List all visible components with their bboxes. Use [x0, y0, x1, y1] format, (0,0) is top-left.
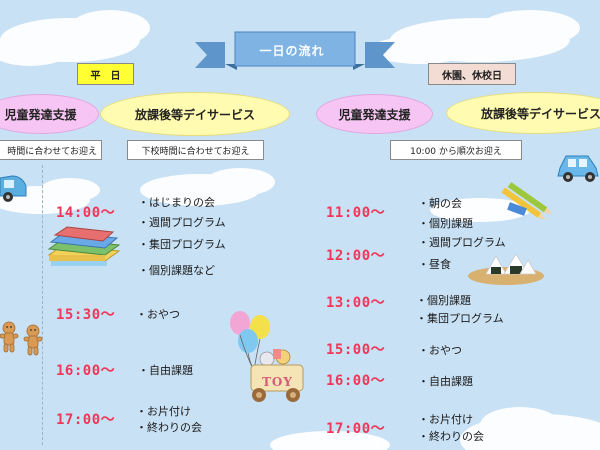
weekday-service-child-development: 児童発達支援	[0, 94, 99, 134]
weekday-tag: 平 日	[77, 63, 134, 85]
car-icon	[0, 175, 27, 202]
holiday-service-child-development: 児童発達支援	[316, 94, 433, 134]
holiday-time: 15:00～	[326, 342, 386, 358]
weekday-item: ・集団プログラム	[138, 238, 226, 251]
holiday-time: 12:00～	[326, 248, 386, 264]
holiday-tag: 休園、休校日	[428, 63, 516, 85]
holiday-pickup: 10:00 から順次お迎え	[390, 140, 522, 160]
car-icon	[557, 155, 599, 182]
pencils-icon	[501, 182, 553, 220]
weekday-item: ・終わりの会	[136, 421, 202, 434]
weekday-time: 14:00～	[56, 205, 116, 221]
rice-balls-icon	[468, 253, 544, 285]
holiday-item: ・個別課題	[416, 294, 471, 307]
holiday-item: ・終わりの会	[418, 430, 484, 443]
weekday-time: 16:00～	[56, 363, 116, 379]
holiday-service-after-school: 放課後等デイサービス	[446, 92, 600, 134]
weekday-pickup-child-development: 時間に合わせてお迎え	[0, 140, 102, 160]
weekday-time: 17:00～	[56, 412, 116, 428]
holiday-time: 11:00～	[326, 205, 386, 221]
holiday-item: ・昼食	[418, 258, 451, 271]
weekday-pickup-after-school: 下校時間に合わせてお迎え	[127, 140, 264, 160]
weekday-item: ・週間プログラム	[138, 216, 226, 229]
title-ribbon	[195, 31, 395, 70]
holiday-item: ・個別課題	[418, 217, 473, 230]
holiday-time: 16:00～	[326, 373, 386, 389]
weekday-item: ・はじまりの会	[138, 196, 215, 209]
holiday-item: ・週間プログラム	[418, 236, 506, 249]
holiday-item: ・集団プログラム	[416, 312, 504, 325]
holiday-item: ・お片付け	[418, 413, 473, 426]
weekday-service-after-school: 放課後等デイサービス	[100, 92, 290, 136]
books-icon	[47, 226, 121, 266]
weekday-item: ・おやつ	[136, 308, 180, 321]
weekday-time: 15:30～	[56, 307, 116, 323]
holiday-item: ・自由課題	[418, 375, 473, 388]
holiday-time: 13:00～	[326, 295, 386, 311]
holiday-time: 17:00～	[326, 421, 386, 437]
page-title: 一日の流れ	[259, 43, 325, 58]
gingerbread-cookies-icon	[0, 321, 43, 356]
weekday-item: ・自由課題	[138, 364, 193, 377]
toy-wagon-icon	[250, 349, 304, 402]
timeline-dashed-line	[42, 165, 43, 445]
balloons-icon	[230, 311, 270, 372]
toy-label: TOY	[262, 375, 293, 389]
weekday-item: ・個別課題など	[138, 264, 215, 277]
holiday-item: ・おやつ	[418, 344, 462, 357]
weekday-item: ・お片付け	[136, 405, 191, 418]
holiday-item: ・朝の会	[418, 197, 462, 210]
